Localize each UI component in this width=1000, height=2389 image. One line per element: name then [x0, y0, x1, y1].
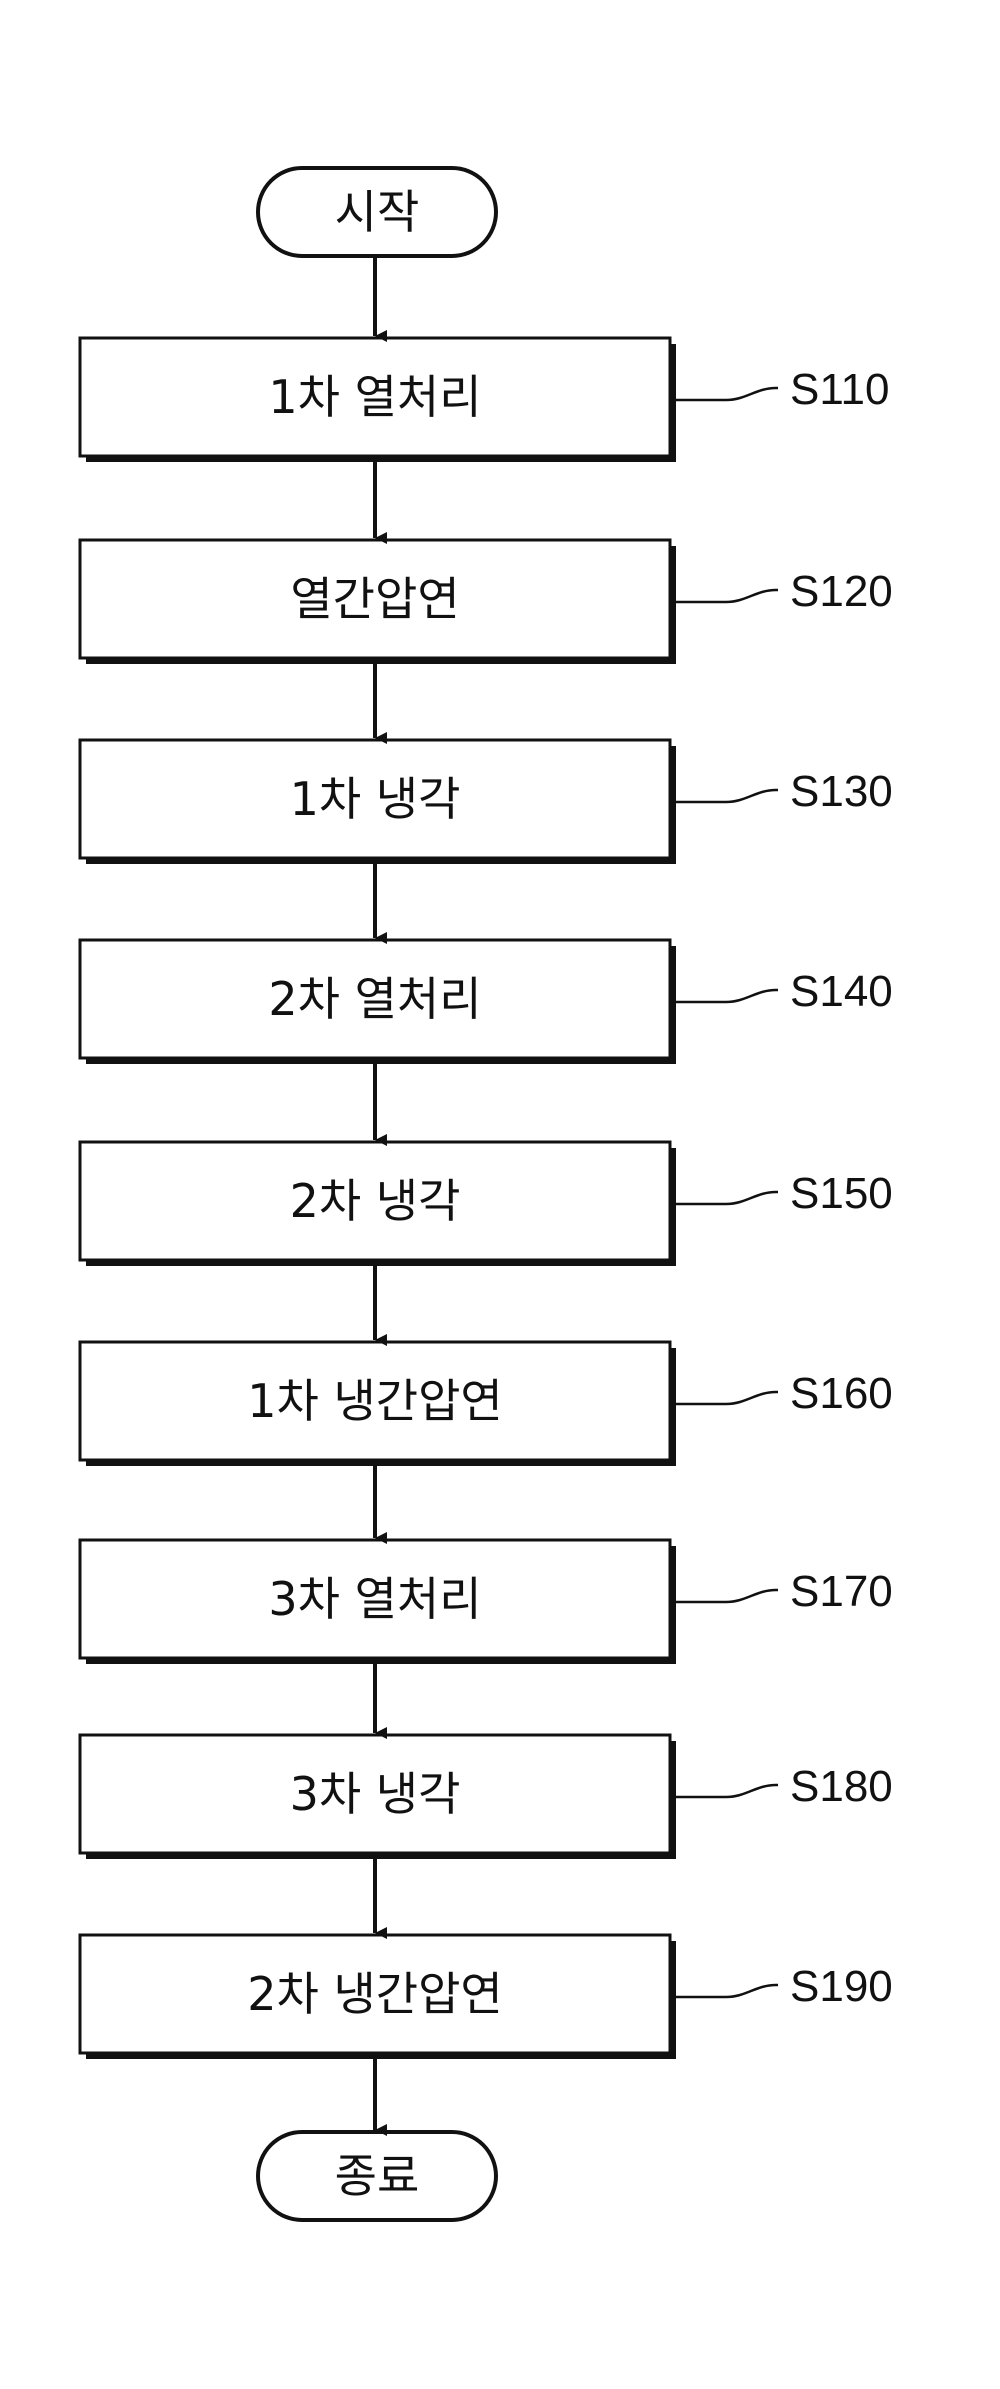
process-step: 2차 열처리 S140: [80, 940, 893, 1064]
step-reference-label: S120: [790, 567, 893, 616]
process-step: 열간압연 S120: [80, 540, 893, 664]
process-step: 2차 냉간압연 S190: [80, 1935, 893, 2059]
process-step-label: 열간압연: [290, 572, 459, 626]
process-step-label: 1차 냉각: [290, 772, 461, 826]
step-reference-label: S110: [790, 365, 890, 414]
step-reference-label: S130: [790, 767, 893, 816]
reference-leader-line: [676, 1590, 778, 1602]
start-label: 시작: [335, 185, 420, 239]
step-reference-label: S170: [790, 1567, 893, 1616]
process-step: 2차 냉각 S150: [80, 1142, 893, 1266]
process-step-label: 2차 냉간압연: [247, 1967, 503, 2021]
step-reference-label: S150: [790, 1169, 893, 1218]
process-step: 1차 냉각 S130: [80, 740, 893, 864]
process-steps: 1차 열처리S110열간압연S1201차 냉각S1302차 열처리S1402차 …: [80, 338, 893, 2059]
process-step: 1차 열처리 S110: [80, 338, 890, 462]
reference-leader-line: [676, 990, 778, 1002]
reference-leader-line: [676, 1192, 778, 1204]
reference-leader-line: [676, 388, 778, 400]
reference-leader-line: [676, 1785, 778, 1797]
process-step-label: 1차 열처리: [268, 370, 481, 424]
step-reference-label: S190: [790, 1962, 893, 2011]
reference-leader-line: [676, 790, 778, 802]
step-reference-label: S160: [790, 1369, 893, 1418]
process-step: 1차 냉간압연 S160: [80, 1342, 893, 1466]
step-reference-label: S180: [790, 1762, 893, 1811]
process-step-label: 1차 냉간압연: [247, 1374, 503, 1428]
step-reference-label: S140: [790, 967, 893, 1016]
start-terminal: 시작: [258, 168, 496, 256]
process-step-label: 3차 냉각: [290, 1767, 461, 1821]
process-step: 3차 열처리 S170: [80, 1540, 893, 1664]
end-label: 종료: [335, 2149, 420, 2203]
process-step: 3차 냉각 S180: [80, 1735, 893, 1859]
reference-leader-line: [676, 590, 778, 602]
end-terminal: 종료: [258, 2132, 496, 2220]
process-step-label: 2차 열처리: [268, 972, 481, 1026]
process-step-label: 3차 열처리: [268, 1572, 481, 1626]
reference-leader-line: [676, 1392, 778, 1404]
reference-leader-line: [676, 1985, 778, 1997]
process-step-label: 2차 냉각: [290, 1174, 461, 1228]
